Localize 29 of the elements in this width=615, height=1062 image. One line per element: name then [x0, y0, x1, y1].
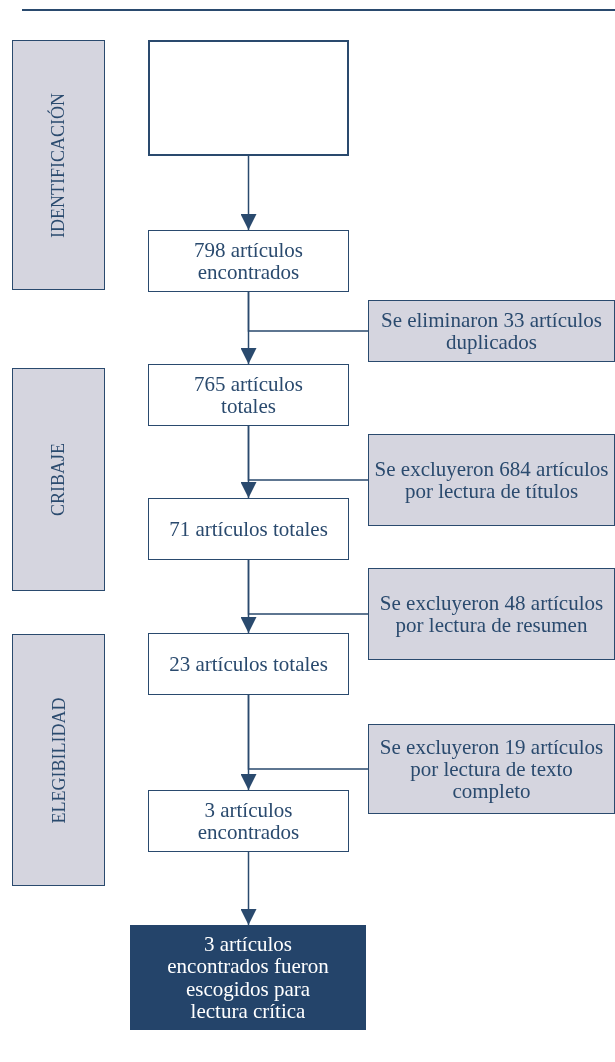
process-box [148, 364, 349, 426]
box-text: 3 artículos encontrados fueron escogidos para lectura crítica [166, 933, 330, 1022]
exclusion-box [368, 568, 615, 660]
box-text: 798 artículos encontrados [192, 238, 305, 284]
box [148, 40, 349, 156]
phase-label: IDENTIFICACIÓN [49, 92, 68, 238]
phase-band [12, 40, 105, 290]
phase-band [12, 634, 105, 886]
box-text: 71 artículos totales [169, 517, 328, 540]
phase-label: ELEGIBILIDAD [49, 697, 68, 823]
arrow [240, 155, 257, 231]
phase-label: CRIBAJE [49, 443, 68, 516]
box-text: Se excluyeron 684 artículos por lectura de títulos [373, 457, 610, 503]
exclusion-box [368, 434, 615, 526]
box-text: 23 artículos totales [169, 652, 328, 675]
exclusion-box [368, 724, 615, 814]
process-box [148, 633, 349, 695]
process-box [148, 498, 349, 560]
box-text: Se eliminaron 33 artículos duplicados [379, 308, 603, 354]
phase-band [12, 368, 105, 591]
box-text: Se excluyeron 19 artículos por lectura de texto completo [378, 735, 605, 803]
process-box [148, 230, 349, 292]
arrow [240, 851, 257, 926]
result-box [130, 925, 366, 1030]
box-text: Se excluyeron 48 artículos por lectura de resumen [378, 591, 605, 637]
box-text: 3 artículos encontrados [196, 798, 301, 844]
exclusion-box [368, 300, 615, 362]
process-box [148, 790, 349, 852]
box-text: 765 artículos totales [192, 372, 305, 418]
